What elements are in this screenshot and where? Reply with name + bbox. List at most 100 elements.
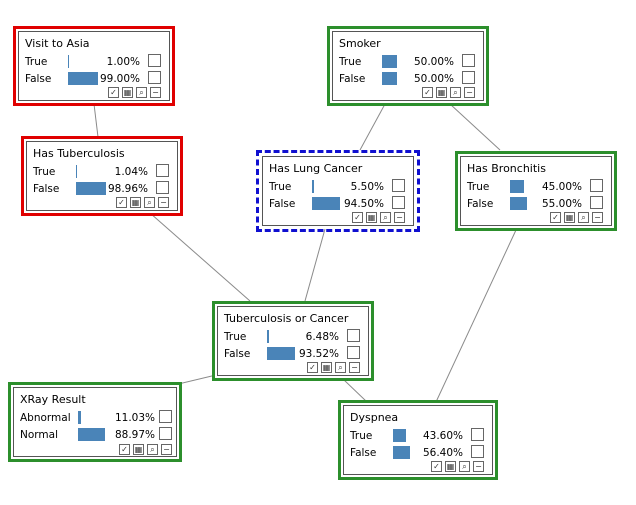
node-title: Dyspnea: [350, 411, 399, 424]
grid-icon[interactable]: ▦: [321, 362, 332, 373]
magnifier-icon[interactable]: ⌕: [459, 461, 470, 472]
evidence-checkbox[interactable]: [148, 54, 161, 67]
probability-value: 55.00%: [541, 198, 582, 210]
state-row-false: False 99.00%: [25, 71, 163, 87]
state-row-false: False 50.00%: [339, 71, 477, 87]
check-icon[interactable]: ✓: [422, 87, 433, 98]
check-icon[interactable]: ✓: [431, 461, 442, 472]
grid-icon[interactable]: ▦: [133, 444, 144, 455]
node-xray-result[interactable]: XRay Result Abnormal 11.03% Normal 88.97…: [13, 387, 177, 457]
probability-value: 1.00%: [106, 56, 140, 68]
state-label: True: [269, 181, 292, 193]
edge-smoker-lungcancer: [359, 103, 386, 151]
magnifier-icon[interactable]: ⌕: [136, 87, 147, 98]
probability-value: 1.04%: [114, 166, 148, 178]
probability-value: 56.40%: [422, 447, 463, 459]
state-row-abnormal: Abnormal 11.03%: [20, 410, 172, 426]
state-label: True: [339, 56, 362, 68]
node-smoker[interactable]: Smoker True 50.00% False 50.00% ✓ ▦ ⌕ −: [332, 31, 484, 101]
state-label: False: [350, 447, 377, 459]
check-icon[interactable]: ✓: [108, 87, 119, 98]
node-title: Visit to Asia: [25, 37, 90, 50]
check-icon[interactable]: ✓: [116, 197, 127, 208]
node-dyspnea[interactable]: Dyspnea True 43.60% False 56.40% ✓ ▦ ⌕ −: [343, 405, 493, 475]
state-label: False: [269, 198, 296, 210]
minimize-icon[interactable]: −: [592, 212, 603, 223]
evidence-checkbox[interactable]: [159, 427, 172, 440]
evidence-checkbox[interactable]: [392, 196, 405, 209]
evidence-checkbox[interactable]: [590, 179, 603, 192]
grid-icon[interactable]: ▦: [366, 212, 377, 223]
evidence-checkbox[interactable]: [471, 428, 484, 441]
evidence-checkbox[interactable]: [347, 346, 360, 359]
magnifier-icon[interactable]: ⌕: [380, 212, 391, 223]
probability-bar: [76, 182, 106, 195]
minimize-icon[interactable]: −: [464, 87, 475, 98]
node-tuberculosis-or-cancer[interactable]: Tuberculosis or Cancer True 6.48% False …: [217, 306, 369, 376]
magnifier-icon[interactable]: ⌕: [144, 197, 155, 208]
node-has-tuberculosis[interactable]: Has Tuberculosis True 1.04% False 98.96%…: [26, 141, 178, 211]
probability-value: 11.03%: [114, 412, 155, 424]
node-toolbar: ✓ ▦ ⌕ −: [116, 197, 176, 209]
node-has-lung-cancer[interactable]: Has Lung Cancer True 5.50% False 94.50% …: [256, 150, 420, 232]
state-row-normal: Normal 88.97%: [20, 427, 172, 443]
probability-value: 45.00%: [541, 181, 582, 193]
check-icon[interactable]: ✓: [307, 362, 318, 373]
grid-icon[interactable]: ▦: [130, 197, 141, 208]
state-row-true: True 6.48%: [224, 329, 362, 345]
evidence-checkbox[interactable]: [462, 54, 475, 67]
state-row-false: False 94.50%: [269, 196, 407, 212]
probability-bar: [267, 330, 269, 343]
grid-icon[interactable]: ▦: [436, 87, 447, 98]
node-title: Has Bronchitis: [467, 162, 546, 175]
minimize-icon[interactable]: −: [394, 212, 405, 223]
probability-value: 99.00%: [99, 73, 140, 85]
minimize-icon[interactable]: −: [158, 197, 169, 208]
node-toolbar: ✓ ▦ ⌕ −: [550, 212, 610, 224]
edge-tuberculosis-tborcancer: [149, 212, 251, 302]
state-label: True: [33, 166, 56, 178]
evidence-checkbox[interactable]: [148, 71, 161, 84]
magnifier-icon[interactable]: ⌕: [147, 444, 158, 455]
grid-icon[interactable]: ▦: [564, 212, 575, 223]
check-icon[interactable]: ✓: [550, 212, 561, 223]
probability-bar: [78, 428, 105, 441]
state-row-false: False 56.40%: [350, 445, 486, 461]
magnifier-icon[interactable]: ⌕: [578, 212, 589, 223]
grid-icon[interactable]: ▦: [122, 87, 133, 98]
probability-bar: [382, 72, 397, 85]
node-visit-to-asia[interactable]: Visit to Asia True 1.00% False 99.00% ✓ …: [18, 31, 170, 101]
node-toolbar: ✓ ▦ ⌕ −: [422, 87, 482, 99]
minimize-icon[interactable]: −: [161, 444, 172, 455]
edge-tborcancer-xray: [169, 374, 217, 387]
state-row-true: True 5.50%: [269, 179, 407, 195]
minimize-icon[interactable]: −: [150, 87, 161, 98]
evidence-checkbox[interactable]: [462, 71, 475, 84]
magnifier-icon[interactable]: ⌕: [335, 362, 346, 373]
node-toolbar: ✓ ▦ ⌕ −: [352, 212, 412, 224]
minimize-icon[interactable]: −: [349, 362, 360, 373]
evidence-checkbox[interactable]: [392, 179, 405, 192]
evidence-checkbox[interactable]: [471, 445, 484, 458]
evidence-checkbox[interactable]: [156, 164, 169, 177]
node-toolbar: ✓ ▦ ⌕ −: [307, 362, 367, 374]
evidence-checkbox[interactable]: [590, 196, 603, 209]
state-row-true: True 1.04%: [33, 164, 171, 180]
check-icon[interactable]: ✓: [119, 444, 130, 455]
state-row-false: False 98.96%: [33, 181, 171, 197]
check-icon[interactable]: ✓: [352, 212, 363, 223]
minimize-icon[interactable]: −: [473, 461, 484, 472]
magnifier-icon[interactable]: ⌕: [450, 87, 461, 98]
grid-icon[interactable]: ▦: [445, 461, 456, 472]
evidence-checkbox[interactable]: [347, 329, 360, 342]
probability-value: 5.50%: [350, 181, 384, 193]
evidence-checkbox[interactable]: [159, 410, 172, 423]
node-has-bronchitis[interactable]: Has Bronchitis True 45.00% False 55.00% …: [460, 156, 612, 226]
probability-bar: [267, 347, 295, 360]
node-toolbar: ✓ ▦ ⌕ −: [431, 461, 491, 473]
state-label: False: [33, 183, 60, 195]
probability-bar: [68, 72, 98, 85]
evidence-checkbox[interactable]: [156, 181, 169, 194]
node-title: Smoker: [339, 37, 381, 50]
